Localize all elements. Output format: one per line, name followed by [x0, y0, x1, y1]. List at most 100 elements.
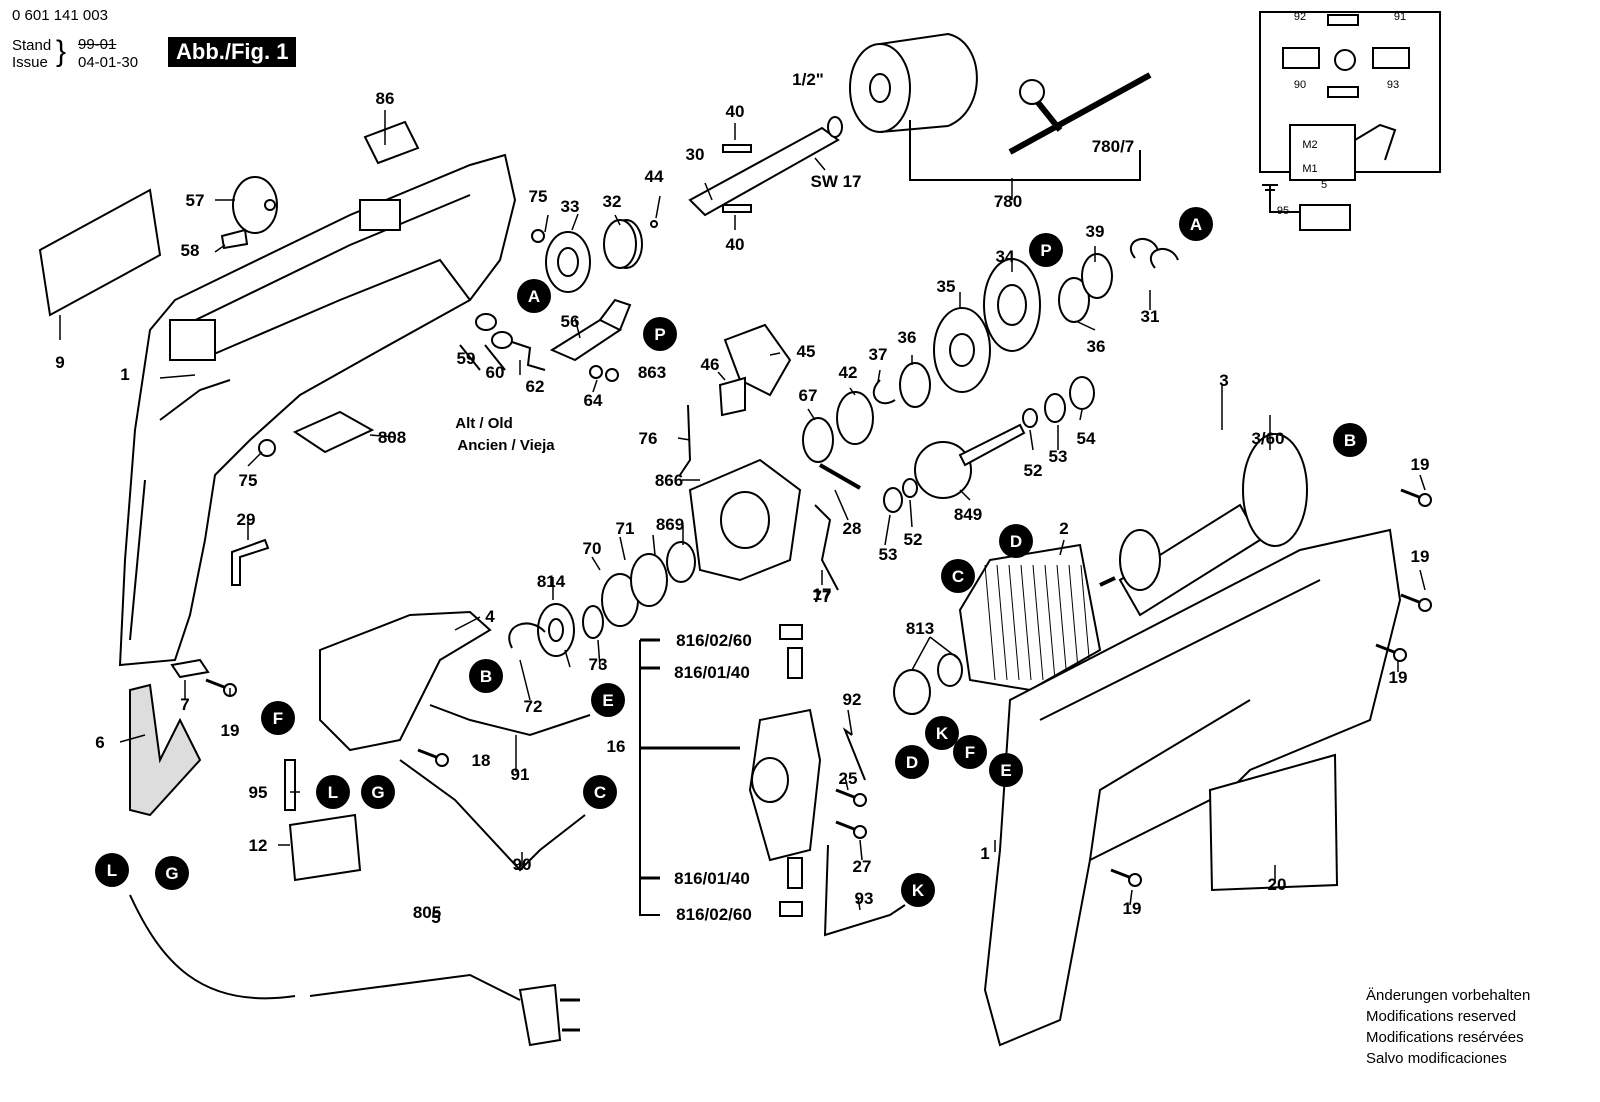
key-40: [722, 144, 752, 153]
part-number-label: 39: [1086, 222, 1105, 241]
spring-76: [679, 404, 692, 476]
callout-badge: [469, 659, 503, 693]
spindle-30: [688, 126, 840, 217]
part-number-label: 40: [726, 235, 745, 254]
callout-letter: A: [528, 287, 540, 306]
callout-letter: P: [654, 325, 665, 344]
note-line: Änderungen vorbehalten: [1366, 987, 1531, 1004]
part-number-label: 35: [937, 277, 956, 296]
chuck-body: [879, 32, 978, 133]
bearing-42: [836, 391, 874, 445]
leader-line: [1033, 98, 1063, 132]
leader-line: [574, 317, 581, 339]
part-number-label: 42: [839, 363, 858, 382]
part-number-label: 64: [584, 391, 603, 410]
part-number-label: 71: [616, 519, 635, 538]
handle-6: [129, 683, 202, 817]
housing-detail: [169, 319, 216, 361]
brush-holder-ring: [751, 757, 789, 803]
leader-line: [484, 344, 506, 371]
leader-line: [884, 514, 891, 546]
bushing-54: [1069, 376, 1095, 410]
spindle-end: [827, 116, 843, 138]
leader-line: [1029, 429, 1034, 451]
leader-line: [1056, 564, 1068, 681]
leader-line: [205, 678, 225, 689]
housing-right-half: [983, 528, 1402, 1047]
part-number-label: 72: [524, 697, 543, 716]
leader-line: [591, 556, 601, 571]
leader-line: [1400, 593, 1420, 604]
knob-57: [232, 176, 278, 234]
note-line: Modifications reserved: [1366, 1008, 1517, 1025]
part-number-label: 816/02/60: [676, 631, 752, 650]
gear-849: [914, 441, 972, 499]
old-parts-note: Ancien / Vieja: [457, 437, 555, 454]
part-number-label: 36: [898, 328, 917, 347]
part-number-label: 86: [376, 89, 395, 108]
part-number-label: 780/7: [1092, 137, 1135, 156]
chuck-size-label: 1/2": [792, 70, 824, 89]
part-number-label: 18: [472, 751, 491, 770]
capacitor-block: [1299, 204, 1351, 231]
leader-line: [571, 213, 579, 231]
ring-37: [872, 379, 896, 405]
leader-line: [1110, 868, 1130, 879]
housing-left-half: [118, 153, 517, 667]
circlip-31: [1129, 238, 1159, 259]
part-number-label: 4: [485, 607, 495, 626]
housing-right-edge: [1089, 699, 1251, 861]
circuit-label: 90: [1294, 79, 1306, 91]
leader-line: [544, 214, 549, 233]
gear-35-hub: [949, 333, 975, 367]
callout-badge: [999, 524, 1033, 558]
part-number-label: 91: [511, 765, 530, 784]
cable-805-left: [129, 894, 296, 1000]
callout-letter: F: [273, 709, 283, 728]
leader-line: [454, 616, 481, 631]
leader-line: [909, 499, 913, 528]
circuit-label: 93: [1387, 79, 1399, 91]
part-number-label: 9: [55, 353, 64, 372]
callout-letter: L: [107, 861, 117, 880]
resistor-90: [1327, 86, 1359, 98]
part-number-label: 3/60: [1251, 429, 1284, 448]
housing-inner-edge: [174, 194, 471, 331]
armature-commutator: [1119, 529, 1161, 591]
part-number-label: 866: [655, 471, 683, 490]
brush-816-01-40: [787, 647, 803, 679]
part-number-label: 34: [996, 247, 1015, 266]
leader-line: [857, 896, 861, 911]
leader-line: [119, 734, 146, 743]
part-number-label: 40: [726, 102, 745, 121]
note-line: Modifications resérvées: [1366, 1029, 1524, 1046]
leader-line: [1044, 564, 1056, 681]
wire-93: [823, 844, 906, 937]
armature-fan: [1242, 433, 1308, 547]
part-number-label: 52: [1024, 461, 1043, 480]
leader-line: [769, 352, 781, 356]
part-number-label: 20: [1268, 875, 1287, 894]
housing-grip-edge: [129, 479, 146, 641]
leader-line: [214, 244, 226, 253]
callout-badge: [261, 701, 295, 735]
leader-line: [844, 776, 849, 791]
cover-12: [288, 813, 362, 882]
callout-badge: [895, 745, 929, 779]
leader-line: [834, 489, 849, 521]
circuit-label: M2: [1302, 139, 1317, 151]
bushing-53: [1044, 393, 1066, 423]
callout-badge: [316, 775, 350, 809]
bracket-780: [909, 120, 1141, 181]
bushing-73: [582, 605, 604, 639]
part-number-label: 31: [1141, 307, 1160, 326]
ring-52: [1022, 408, 1038, 428]
leader-line: [1375, 643, 1395, 654]
circlip-31: [1149, 248, 1179, 269]
chuck-key-pinion: [1019, 79, 1045, 105]
circuit-label: 92: [1294, 11, 1306, 23]
wrench-size-label: SW 17: [810, 172, 861, 191]
part-number-label: 19: [1411, 455, 1430, 474]
ring-36: [1058, 277, 1090, 323]
